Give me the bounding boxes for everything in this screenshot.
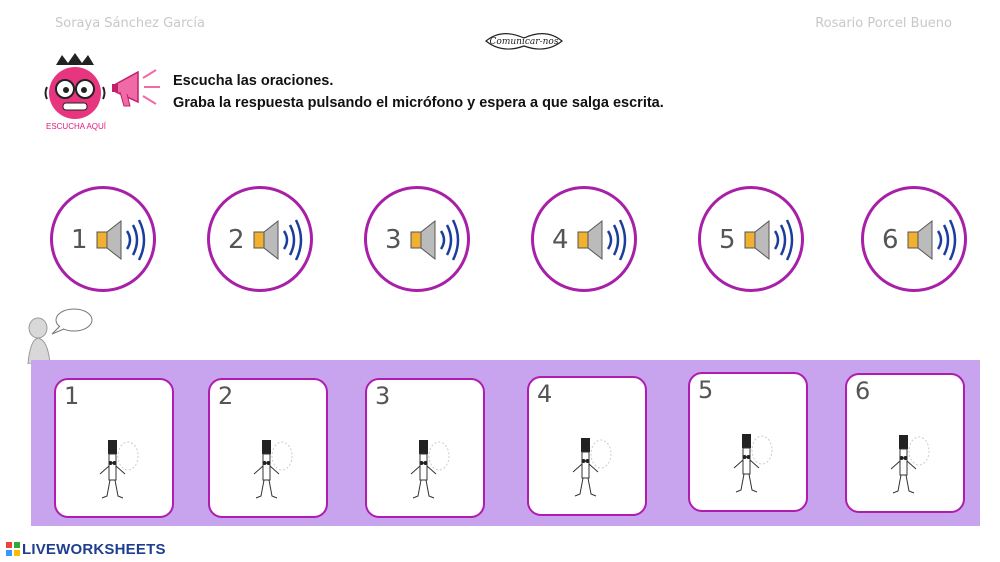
audio-number: 3 xyxy=(385,225,402,255)
audio-button-1[interactable]: 1 xyxy=(50,186,156,292)
audio-button-6[interactable]: 6 xyxy=(861,186,967,292)
audio-button-3[interactable]: 3 xyxy=(364,186,470,292)
mascot-label: ESCUCHA AQUÍ xyxy=(45,122,106,131)
audio-number: 6 xyxy=(882,225,899,255)
author-right: Rosario Porcel Bueno xyxy=(815,16,952,31)
speaker-icon xyxy=(744,219,794,261)
microphone-icon xyxy=(410,440,450,499)
card-number: 5 xyxy=(698,376,714,404)
speaker-icon xyxy=(253,219,303,261)
card-number: 2 xyxy=(218,382,234,410)
speaker-icon xyxy=(577,219,627,261)
record-card-2[interactable]: 2 xyxy=(208,378,328,518)
brand-text: LIVEWORKSHEETS xyxy=(22,541,166,558)
logo-text: Comunicar-nos xyxy=(490,37,559,47)
microphone-icon xyxy=(572,438,612,497)
record-card-6[interactable]: 6 xyxy=(845,373,965,513)
instructions: Escucha las oraciones. Graba la respuest… xyxy=(173,70,664,114)
author-left: Soraya Sánchez García xyxy=(55,16,205,31)
microphone-icon xyxy=(890,435,930,494)
card-number: 1 xyxy=(64,382,80,410)
speaker-icon xyxy=(907,219,957,261)
megaphone-icon xyxy=(112,69,160,107)
record-card-1[interactable]: 1 xyxy=(54,378,174,518)
audio-number: 1 xyxy=(71,225,88,255)
audio-button-5[interactable]: 5 xyxy=(698,186,804,292)
speaking-person-icon xyxy=(27,308,93,364)
liveworksheets-brand[interactable]: LIVEWORKSHEETS xyxy=(6,541,166,558)
audio-button-4[interactable]: 4 xyxy=(531,186,637,292)
card-number: 4 xyxy=(537,380,553,408)
card-number: 3 xyxy=(375,382,391,410)
audio-button-2[interactable]: 2 xyxy=(207,186,313,292)
card-number: 6 xyxy=(855,377,871,405)
audio-number: 2 xyxy=(228,225,245,255)
comunicar-logo: Comunicar-nos xyxy=(485,33,563,50)
audio-number: 5 xyxy=(719,225,736,255)
record-card-3[interactable]: 3 xyxy=(365,378,485,518)
recording-panel xyxy=(31,360,980,526)
speaker-icon xyxy=(410,219,460,261)
instruction-line-1: Escucha las oraciones. xyxy=(173,73,334,89)
record-card-5[interactable]: 5 xyxy=(688,372,808,512)
record-card-4[interactable]: 4 xyxy=(527,376,647,516)
microphone-icon xyxy=(99,440,139,499)
instruction-line-2: Graba la respuesta pulsando el micrófono… xyxy=(173,95,664,111)
audio-number: 4 xyxy=(552,225,569,255)
microphone-icon xyxy=(733,434,773,493)
speaker-icon xyxy=(96,219,146,261)
mascot-icon[interactable] xyxy=(44,53,106,125)
liveworksheets-logo-icon xyxy=(6,542,20,556)
microphone-icon xyxy=(253,440,293,499)
